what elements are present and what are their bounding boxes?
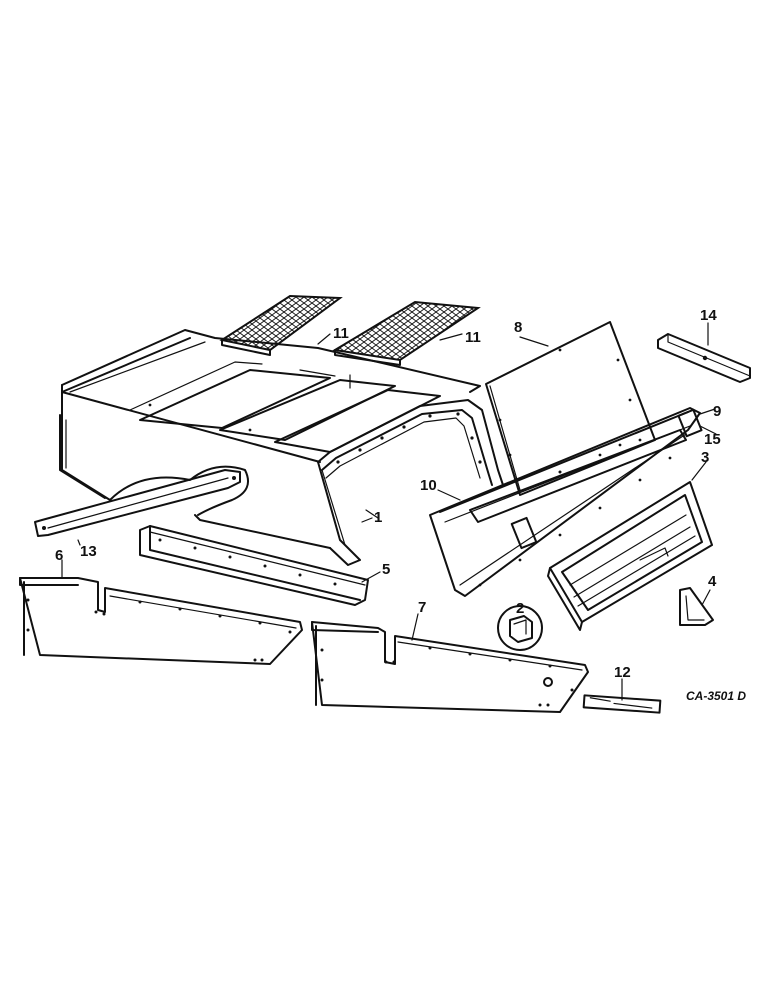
gusset-part-4 — [679, 587, 714, 626]
callout-10: 10 — [420, 477, 437, 494]
leader-lines — [61, 322, 717, 701]
bracket-part-14 — [657, 333, 751, 383]
callout-1: 1 — [374, 509, 382, 526]
callout-14: 14 — [700, 307, 717, 324]
header-panel-part-10 — [429, 407, 703, 597]
callout-labels: 11 11 8 14 9 15 3 10 1 13 5 6 4 2 7 12 C… — [55, 307, 746, 703]
callout-15: 15 — [704, 431, 721, 448]
callout-11-right: 11 — [465, 329, 481, 346]
window-frame-part-3 — [547, 481, 713, 631]
callout-7: 7 — [418, 599, 426, 616]
callout-8: 8 — [514, 319, 522, 336]
callout-12: 12 — [614, 664, 631, 681]
side-panel-part-6 — [19, 577, 303, 665]
diagram-code: CA-3501 D — [686, 689, 746, 703]
sill-part-5 — [139, 525, 369, 606]
callout-9: 9 — [713, 403, 721, 420]
cab-shell-part-1 — [59, 329, 504, 566]
callout-5: 5 — [382, 561, 390, 578]
brace-part-13 — [34, 469, 241, 537]
callout-3: 3 — [701, 449, 709, 466]
callout-2: 2 — [516, 600, 524, 617]
floor-plate-part-11-right — [332, 300, 481, 366]
callout-13: 13 — [80, 543, 97, 560]
floor-plate-part-11-left — [219, 294, 343, 356]
clip-part-2-inset — [497, 605, 543, 651]
callout-4: 4 — [708, 573, 717, 590]
arch-rivets — [148, 403, 482, 464]
callout-11-left: 11 — [333, 325, 349, 342]
side-panel-part-7 — [311, 621, 589, 713]
callout-6: 6 — [55, 547, 63, 564]
rear-panel-part-8 — [485, 321, 656, 496]
